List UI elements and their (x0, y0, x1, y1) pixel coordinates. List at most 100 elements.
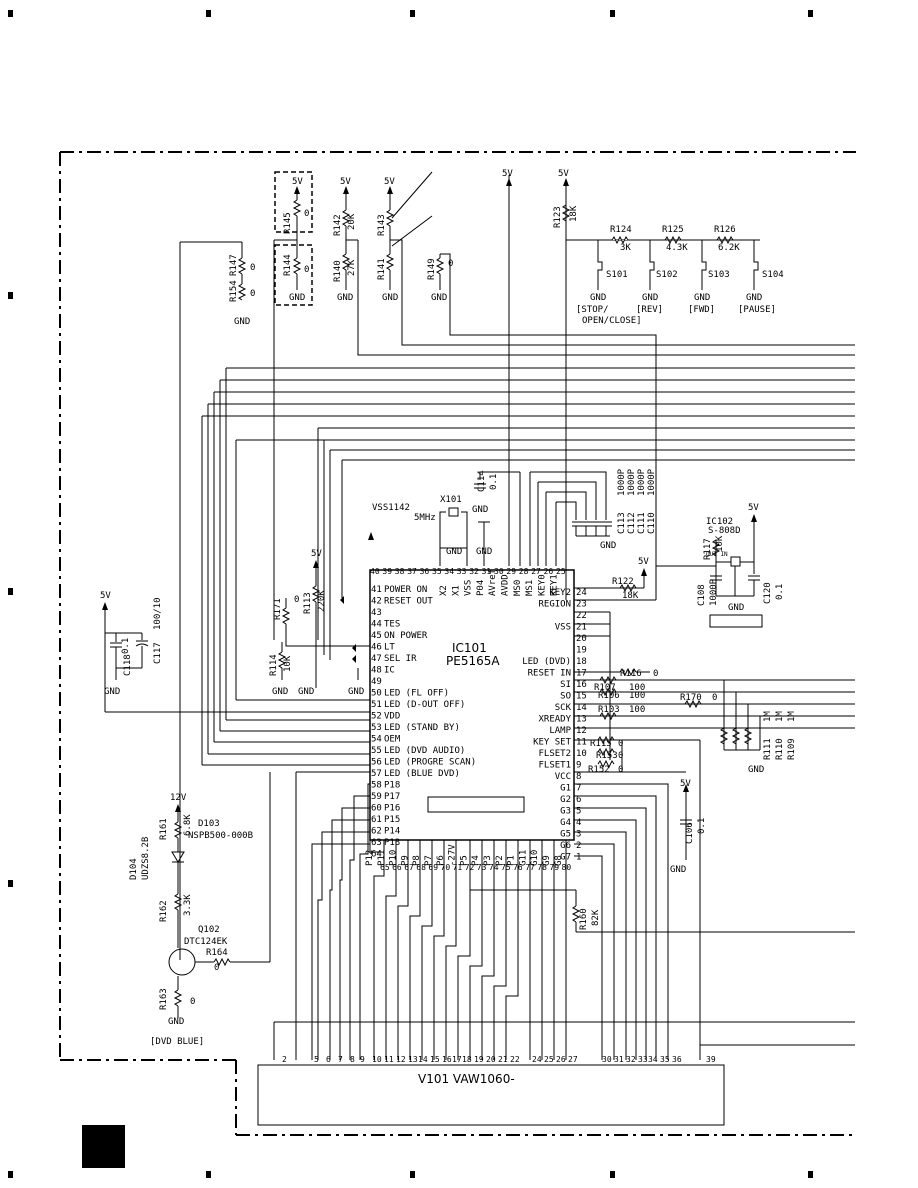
v101-body (257, 1064, 725, 1126)
connector-pin-number: 36 (672, 1055, 682, 1064)
connector-pin-number: 31 (614, 1055, 624, 1064)
ic-pin-number: 5 (576, 807, 581, 817)
ic-pin-name: P7 (424, 855, 434, 866)
connector-pin-number: 39 (706, 1055, 716, 1064)
svg-text:R153: R153 (596, 751, 618, 761)
svg-text:3.3K: 3.3K (183, 894, 193, 916)
ic-pin-name: ON POWER (384, 631, 428, 641)
svg-text:GND: GND (234, 317, 250, 327)
ic-pin-name: KEY SET (533, 738, 572, 748)
svg-text:R109: R109 (787, 738, 797, 760)
svg-text:0: 0 (618, 739, 623, 749)
s101-label: S101 (606, 270, 628, 280)
ic-pin-number: 20 (576, 634, 587, 644)
ic101-part: PE5165A (446, 654, 500, 668)
ic-pin-name: G3 (560, 807, 571, 817)
ic-pin-name: P9 (400, 855, 410, 866)
svg-text:R117: R117 (703, 538, 713, 560)
svg-text:0: 0 (250, 263, 255, 273)
svg-text:R110: R110 (775, 738, 785, 760)
svg-text:GND: GND (472, 505, 488, 515)
ic-pin-name: P10 (389, 850, 399, 866)
ic-pin-name: P14 (384, 827, 400, 837)
svg-text:GND: GND (272, 687, 288, 697)
ic-pin-number: 66 (392, 863, 402, 872)
connector-pin-number: 34 (648, 1055, 658, 1064)
ic-pin-number: 10 (576, 749, 587, 759)
ic-pin-number: 62 (371, 827, 382, 837)
ic-pin-number: 18 (576, 657, 587, 667)
connector-pin-number: 7 (338, 1055, 343, 1064)
svg-text:0.1: 0.1 (489, 474, 499, 490)
ic-pin-name: KEY0 (537, 574, 547, 596)
svg-text:1000P: 1000P (709, 578, 719, 606)
ic-pin-name: G8 (554, 855, 564, 866)
ic-pin-name: P04 (476, 580, 486, 596)
ic-pin-number: 47 (371, 654, 382, 664)
ic-pin-number: 67 (404, 863, 414, 872)
svg-text:0.1: 0.1 (697, 818, 707, 834)
connector-pin-number: 27 (568, 1055, 578, 1064)
r125-label: R125 (662, 225, 684, 235)
svg-text:C118: C118 (123, 654, 133, 676)
board-outline (59, 151, 856, 1136)
s102-label: S102 (656, 270, 678, 280)
connector-pin-number: 22 (510, 1055, 520, 1064)
connector-pin-number: 18 (462, 1055, 472, 1064)
svg-text:100/10: 100/10 (153, 597, 163, 630)
r126-value: 6.2K (718, 243, 740, 253)
ic-pin-number: 41 (371, 585, 382, 595)
ic-pin-name: VSS (464, 580, 474, 596)
key-matrix: 5V R123 18K R124 3K R125 4.3K R126 6.2K … (553, 169, 784, 600)
ic-pin-number: 21 (576, 623, 587, 633)
ic-pin-name: IC (384, 666, 395, 676)
ic-pin-number: 22 (576, 611, 587, 621)
bus-lines (201, 367, 855, 765)
ic-pin-name: P17 (384, 792, 400, 802)
ic-pin-name: VSS (555, 623, 571, 633)
gnd-label: GND (694, 293, 710, 303)
ic-pin-name: P15 (384, 815, 400, 825)
ic-pin-number: 68 (416, 863, 426, 872)
s104-label: S104 (762, 270, 784, 280)
ic-pin-name: X2 (439, 585, 449, 596)
svg-text:0: 0 (214, 963, 219, 973)
svg-text:1M: 1M (775, 711, 785, 722)
ic-pin-name: MS1 (525, 580, 535, 596)
svg-text:5V: 5V (100, 591, 111, 601)
vcc-label: 5V (558, 169, 569, 179)
svg-text:1000P: 1000P (637, 468, 647, 496)
svg-text:Q102: Q102 (198, 925, 220, 935)
svg-text:R122: R122 (612, 577, 634, 587)
ic-pin-name: KEY2 (549, 588, 571, 598)
svg-text:1000P: 1000P (627, 468, 637, 496)
svg-text:DTC124EK: DTC124EK (184, 937, 228, 947)
svg-text:18K: 18K (622, 591, 639, 601)
svg-text:5V: 5V (638, 557, 649, 567)
ic-pin-number: 12 (576, 726, 587, 736)
connector-pin-number: 35 (660, 1055, 670, 1064)
ic-pin-number: 36 (420, 567, 430, 576)
svg-text:C112: C112 (627, 512, 637, 534)
ic-pin-name: G9 (542, 855, 552, 866)
ic-pin-name: FLSET2 (538, 749, 571, 759)
ic-pin-number: 29 (506, 567, 516, 576)
ic-pin-name: AVref (488, 569, 498, 596)
svg-text:OUT IN: OUT IN (706, 551, 728, 558)
ic-pin-name: FLSET1 (538, 761, 571, 771)
svg-text:0: 0 (712, 693, 717, 703)
connector-pin-number: 13 (408, 1055, 418, 1064)
ic-pin-number: 3 (576, 830, 581, 840)
svg-text:GND: GND (476, 547, 492, 557)
svg-text:GND: GND (168, 1017, 184, 1027)
svg-text:20K: 20K (347, 213, 357, 230)
r144-option-box (274, 244, 313, 306)
ic-pin-number: 51 (371, 700, 382, 710)
connector-pin-number: 25 (544, 1055, 554, 1064)
ic-pin-number: 39 (382, 567, 392, 576)
ic-pin-number: 26 (544, 567, 554, 576)
ic-pin-name: P11 (377, 850, 387, 866)
ic-pin-number: 34 (444, 567, 454, 576)
